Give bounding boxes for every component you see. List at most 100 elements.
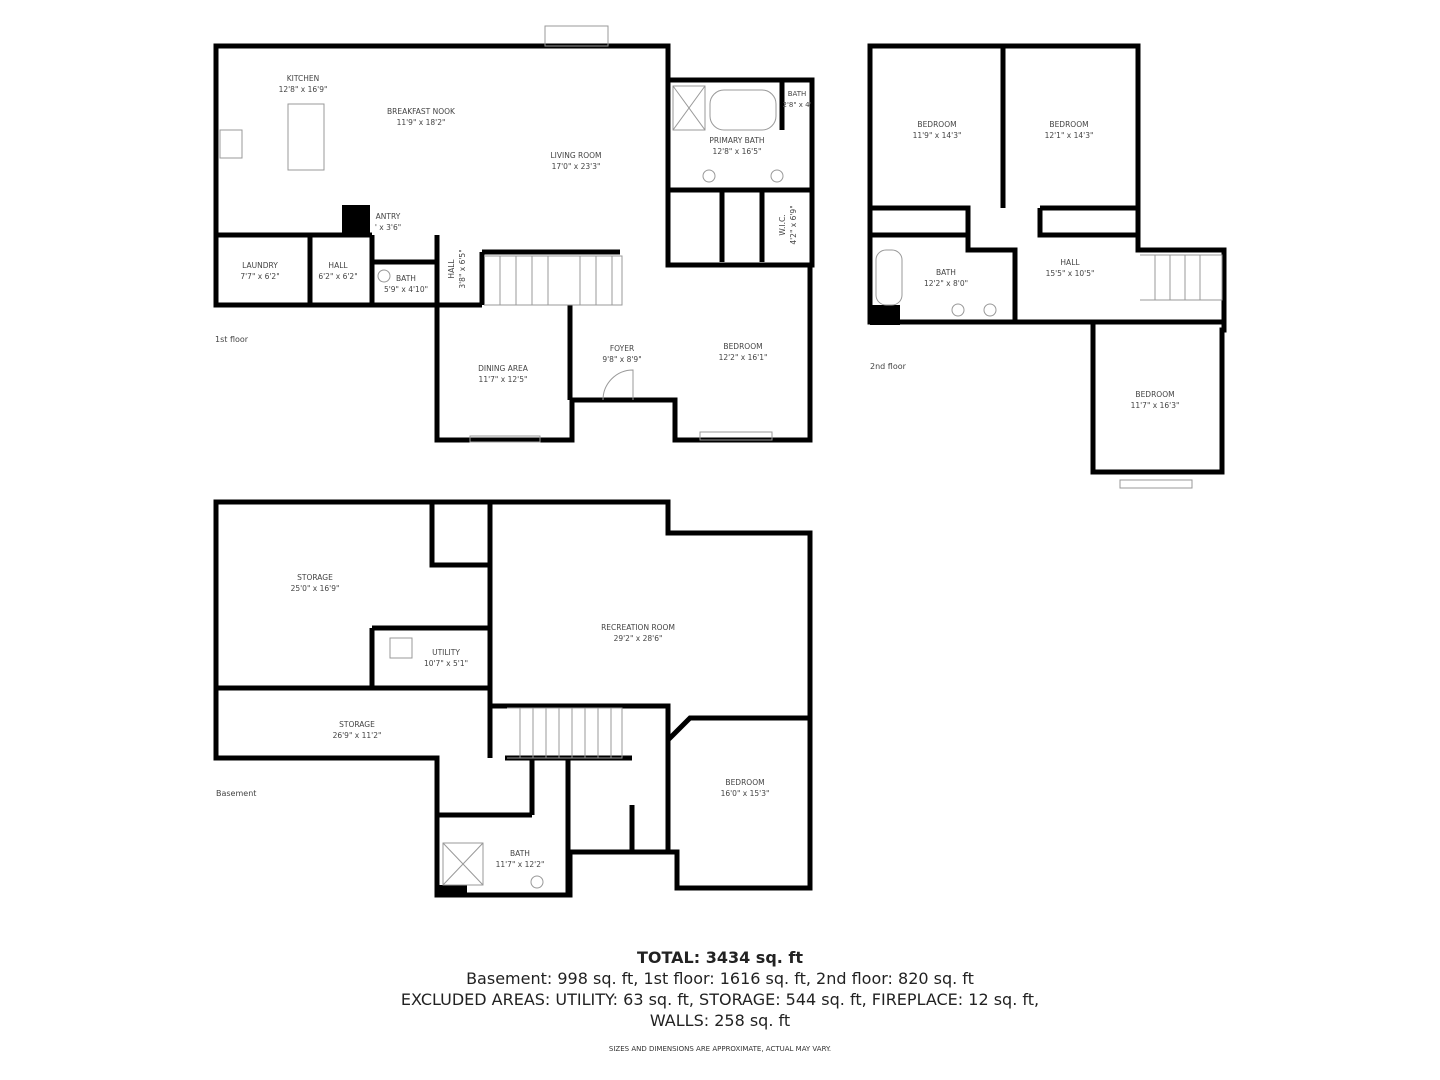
room-dims: 7'7" x 6'2"	[240, 272, 280, 281]
room-name: HALL	[1060, 258, 1080, 267]
room-name: LIVING ROOM	[550, 151, 602, 160]
room-name: STORAGE	[297, 573, 333, 582]
shower-icon	[672, 85, 706, 131]
room-dims: 25'0" x 16'9"	[290, 584, 340, 593]
room-name: KITCHEN	[286, 74, 320, 83]
room-dims: 3'8" x 6'5"	[458, 249, 467, 289]
window-icon	[699, 431, 773, 441]
room-kitchen: KITCHEN 12'8" x 16'9"	[279, 73, 328, 95]
second-floor-fixtures	[875, 249, 1223, 489]
toilet-icon	[377, 269, 391, 283]
basement-fixtures	[389, 637, 623, 889]
room-dims: 2'8" x 4'	[782, 101, 812, 109]
room-dims: 15'5" x 10'5"	[1045, 269, 1095, 278]
floor-area-breakdown: Basement: 998 sq. ft, 1st floor: 1616 sq…	[466, 969, 974, 988]
room-name: BEDROOM	[917, 120, 957, 129]
room-name: DINING AREA	[478, 364, 528, 373]
room-dims: 16'0" x 15'3"	[720, 789, 770, 798]
room-walk-in-closet: W.I.C.4'2" x 6'9"	[777, 205, 799, 244]
window-icon	[469, 435, 541, 443]
room-dims: 12'8" x 16'9"	[278, 85, 328, 94]
room-name: UTILITY	[432, 648, 460, 657]
room-name: RECREATION ROOM	[601, 623, 675, 632]
excluded-areas: EXCLUDED AREAS: UTILITY: 63 sq. ft, STOR…	[400, 990, 1040, 1009]
stairs-icon	[507, 707, 623, 759]
first-floor-wall-block	[342, 205, 370, 233]
basement-wall-block	[437, 885, 467, 897]
room-dims: 11'7" x 16'3"	[1130, 401, 1180, 410]
room-dims: 10'7" x 5'1"	[423, 659, 469, 668]
room-bedroom: BEDROOM 11'9" x 14'3"	[913, 119, 962, 141]
room-name: BATH	[510, 849, 530, 858]
room-hall: HALL 15'5" x 10'5"	[1046, 257, 1095, 279]
second-floor-wall-block	[870, 305, 900, 325]
room-utility: UTILITY 10'7" x 5'1"	[424, 647, 468, 669]
room-name: PRIMARY BATH	[709, 136, 765, 145]
room-bedroom: BEDROOM 12'2" x 16'1"	[719, 341, 768, 363]
disclaimer: SIZES AND DIMENSIONS ARE APPROXIMATE, AC…	[608, 1045, 832, 1053]
room-dims: 6'2" x 6'2"	[318, 272, 358, 281]
room-name: ANTRY	[375, 212, 401, 221]
room-dims: 11'9" x 14'3"	[912, 131, 962, 140]
room-primary-bath: PRIMARY BATH 12'8" x 16'5"	[709, 135, 764, 157]
basement-walls	[213, 499, 813, 898]
room-name: BEDROOM	[725, 778, 765, 787]
shower-icon	[442, 842, 484, 886]
room-name: BEDROOM	[1049, 120, 1089, 129]
room-hall: HALL 6'2" x 6'2"	[318, 260, 357, 282]
room-bedroom: BEDROOM 12'1" x 14'3"	[1045, 119, 1094, 141]
room-dims: 11'7" x 12'5"	[478, 375, 528, 384]
room-name: BEDROOM	[723, 342, 763, 351]
room-dims: 17'0" x 23'3"	[551, 162, 601, 171]
room-bath: BATH 5'9" x 4'10"	[384, 273, 428, 295]
room-dims: 12'8" x 16'5"	[712, 147, 762, 156]
room-dining-area: DINING AREA 11'7" x 12'5"	[478, 363, 528, 385]
total-area: TOTAL: 3434 sq. ft	[636, 948, 804, 967]
room-name: W.I.C.	[778, 214, 787, 236]
first-floor-fixtures	[219, 25, 784, 443]
stairs-icon	[484, 255, 623, 306]
stairs-icon	[1140, 254, 1223, 301]
room-bedroom: BEDROOM 16'0" x 15'3"	[721, 777, 770, 799]
bathtub-icon	[709, 89, 777, 131]
room-name: HALL	[447, 259, 456, 279]
sink-icon	[770, 169, 784, 183]
front-door-icon	[602, 369, 634, 401]
water-heater-icon	[389, 637, 413, 659]
fireplace-icon	[544, 25, 609, 47]
bathtub-icon	[875, 249, 903, 306]
floor-label-2nd: 2nd floor	[870, 362, 906, 371]
kitchen-island-icon	[287, 103, 325, 171]
room-name: HALL	[328, 261, 348, 270]
room-dims: 9'8" x 8'9"	[602, 355, 642, 364]
floor-label-basement: Basement	[216, 789, 257, 798]
first-floor-walls	[213, 43, 815, 443]
room-name: BREAKFAST NOOK	[387, 107, 455, 116]
floor-label-1st: 1st floor	[215, 335, 249, 344]
room-name: BEDROOM	[1135, 390, 1175, 399]
room-dims: 12'2" x 8'0"	[923, 279, 969, 288]
room-name: STORAGE	[339, 720, 375, 729]
sink-icon	[702, 169, 716, 183]
room-bath: BATH 12'2" x 8'0"	[924, 267, 968, 289]
walls-area: WALLS: 258 sq. ft	[649, 1011, 791, 1030]
second-floor-walls	[867, 43, 1227, 475]
room-dims: 5'9" x 4'10"	[383, 285, 429, 294]
room-dims: 12'2" x 16'1"	[718, 353, 768, 362]
sink-icon	[530, 875, 544, 889]
room-storage: STORAGE 25'0" x 16'9"	[291, 572, 340, 594]
room-dims: 12'1" x 14'3"	[1044, 131, 1094, 140]
room-name: BATH	[396, 274, 416, 283]
sink-icon	[983, 303, 997, 317]
room-living-room: LIVING ROOM 17'0" x 23'3"	[550, 150, 601, 172]
room-name: BATH	[936, 268, 956, 277]
room-pantry: ANTRY' x 3'6"	[375, 211, 401, 233]
room-dims: 4'2" x 6'9"	[789, 205, 798, 245]
